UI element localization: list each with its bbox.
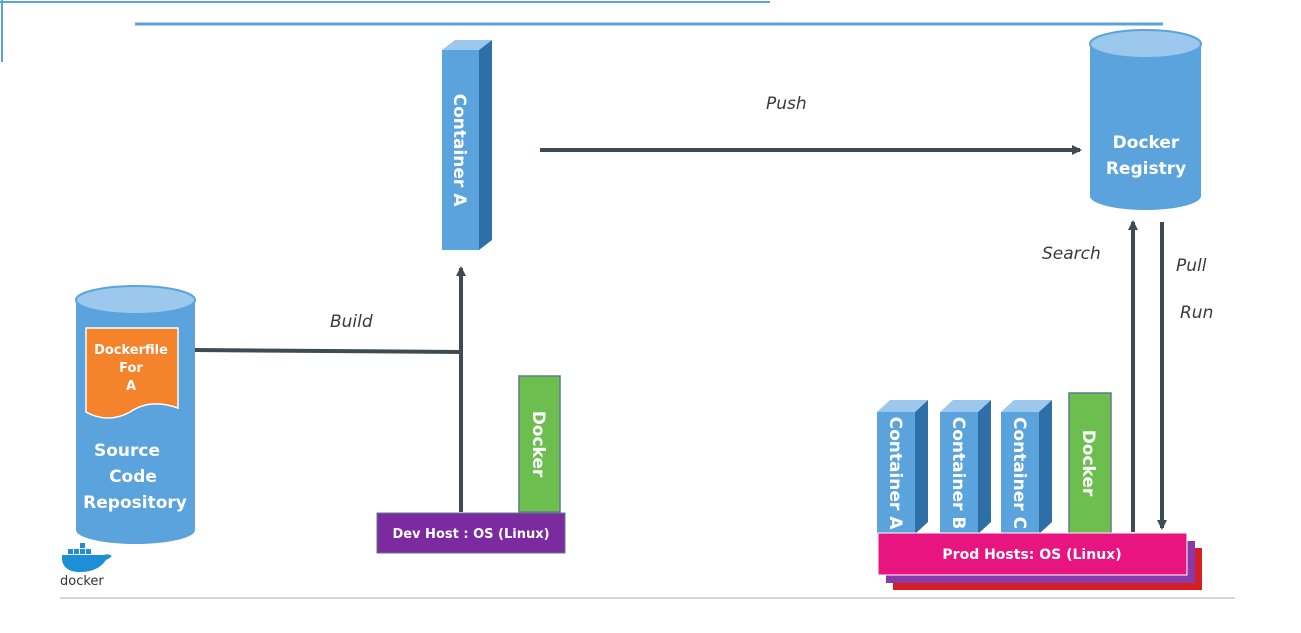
- build-label: Build: [330, 312, 373, 332]
- pull-label: Pull: [1176, 256, 1207, 276]
- docker-whale-icon: [62, 554, 112, 572]
- registry-line2: Registry: [1106, 159, 1186, 179]
- prod-container-b-label: Container B: [948, 417, 968, 530]
- build-connector: Build: [194, 312, 461, 354]
- dockerfile-document: Dockerfile For A: [85, 327, 179, 419]
- dev-container-a: Container A: [442, 40, 492, 250]
- prod-container-c-label: Container C: [1009, 417, 1029, 529]
- pull-run-connector: Pull Run: [1157, 222, 1213, 530]
- push-connector: Push: [540, 94, 1082, 155]
- run-label: Run: [1180, 303, 1213, 323]
- push-label: Push: [766, 94, 807, 114]
- source-repo-line1: Source: [94, 441, 160, 461]
- search-label: Search: [1042, 244, 1101, 264]
- prod-docker-label: Docker: [1078, 430, 1098, 497]
- docker-logo-text: docker: [60, 574, 104, 589]
- prod-container-b: Container B: [940, 400, 991, 534]
- slide-frame: [0, 0, 1235, 599]
- prod-container-a-label: Container A: [885, 417, 905, 531]
- prod-hosts-stack: Prod Hosts: OS (Linux): [877, 532, 1202, 590]
- dev-docker-engine: Docker: [518, 375, 561, 513]
- dockerfile-line1: Dockerfile: [94, 343, 168, 358]
- docker-logo: docker: [60, 543, 112, 589]
- dev-host-label: Dev Host : OS (Linux): [392, 527, 549, 542]
- dockerfile-line3: A: [126, 379, 136, 394]
- docker-registry: Docker Registry: [1089, 29, 1202, 210]
- prod-hosts-label: Prod Hosts: OS (Linux): [942, 547, 1121, 563]
- prod-host-front: [877, 532, 1188, 576]
- search-connector: Search: [1042, 220, 1138, 532]
- registry-line1: Docker: [1113, 133, 1180, 153]
- dockerfile-line2: For: [119, 361, 143, 376]
- dev-docker-label: Docker: [528, 411, 548, 478]
- prod-container-a: Container A: [877, 400, 928, 534]
- source-repo-line2: Code: [109, 467, 157, 487]
- dev-host: Dev Host : OS (Linux): [376, 512, 566, 554]
- prod-container-c: Container C: [1001, 400, 1052, 534]
- prod-docker-engine: Docker: [1068, 392, 1112, 534]
- dev-container-a-label: Container A: [449, 94, 469, 208]
- source-repo-line3: Repository: [83, 493, 187, 513]
